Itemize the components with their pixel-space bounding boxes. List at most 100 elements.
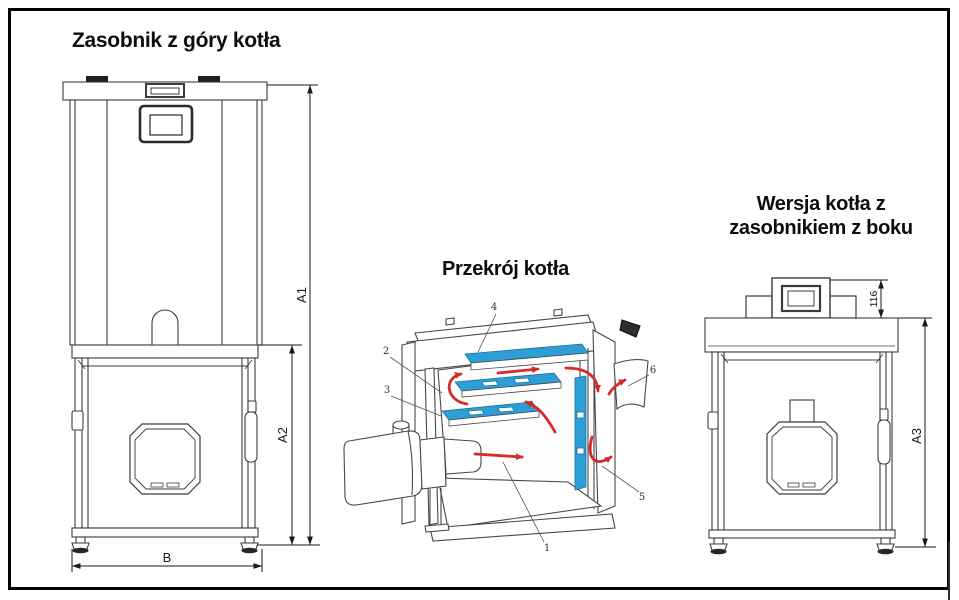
burner-top-cylinder [392, 420, 410, 430]
flue-gas-flow-arrows [447, 366, 627, 464]
dim-label-a3: A3 [909, 428, 924, 444]
dimension-lines [71, 84, 320, 572]
shelf-2-edge [461, 381, 562, 398]
boiler-front-view-top-hopper-drawing: A1 A2 B [62, 76, 320, 572]
foot-pad-left [72, 547, 89, 554]
hopper-hinge-left [86, 76, 108, 82]
flow-arrow-bottom [473, 452, 524, 461]
right-wall [592, 329, 616, 514]
dim-label-116: 116 [868, 290, 880, 307]
ash-floor [437, 477, 603, 529]
part-number-2: 2 [383, 346, 389, 357]
foot-pad-left [710, 548, 727, 555]
base-frame [429, 513, 616, 542]
boiler-side-hopper-version-drawing: 116 A3 [704, 277, 936, 555]
burner-tube [443, 438, 482, 475]
burner-top-cylinder-sides [392, 425, 410, 434]
burner-foot [424, 523, 450, 533]
door-vent-left [787, 482, 800, 488]
door-vent-left [150, 482, 164, 488]
door-octagon-inner [771, 426, 833, 491]
base-and-feet-right [708, 529, 896, 555]
right-figure-title: Wersja kotła z zasobnikiem z boku [695, 193, 947, 240]
middle-figure-title: Przekrój kotła [442, 258, 569, 280]
boiler-top-lip [71, 344, 259, 359]
burner-assembly [343, 420, 482, 533]
left-figure-title: Zasobnik z góry kotła [72, 29, 281, 52]
foot-pad-right [877, 548, 894, 555]
base-frame [708, 529, 896, 539]
base-and-feet [71, 527, 259, 554]
door-hinge-left [71, 410, 84, 431]
dim-label-a2: A2 [275, 427, 290, 443]
door-latch [877, 419, 891, 465]
corner-hooks-right [720, 353, 884, 364]
shelf-3-slit-2 [497, 406, 515, 413]
latches-right [707, 408, 891, 465]
shelf-2-slit-1 [481, 380, 499, 387]
panel-tick-2 [576, 447, 585, 455]
burner-door-right [766, 421, 838, 495]
dim-label-b: B [163, 550, 172, 565]
foot-stem-left [75, 536, 86, 544]
burner-connector [419, 436, 447, 490]
flow-arrow-rear-curl [588, 435, 613, 464]
door-latch-right [244, 411, 258, 463]
door-top-stub [789, 399, 815, 423]
panel-wing-left [745, 295, 773, 319]
foot-stem-right [244, 536, 255, 544]
dimension-lines-right [830, 279, 936, 548]
right-figure-title-line1: Wersja kotła z [756, 193, 886, 215]
latch-pin [879, 408, 889, 421]
door-octagon-inner [134, 428, 196, 490]
door-hinge [707, 411, 719, 430]
leader-5 [601, 465, 640, 493]
panel-tick-1 [576, 411, 585, 419]
hopper-panel-seams [74, 100, 258, 345]
burner-motor [343, 430, 423, 506]
panel-screen [787, 290, 815, 307]
page-edge-artifact [948, 541, 950, 600]
shelf-1-edge [470, 352, 589, 371]
part-number-1: 1 [544, 543, 550, 554]
panel-wing-right [829, 295, 857, 319]
leader-6 [627, 374, 650, 387]
part-number-6: 6 [650, 365, 656, 376]
corner-hooks [77, 359, 253, 370]
lid-tab-left [445, 317, 455, 326]
leader-1 [502, 461, 545, 543]
shelf-3-edge [448, 410, 540, 427]
cutaway-cabinet [401, 308, 641, 542]
shelf-2-slit-2 [513, 377, 531, 384]
flow-arrow-top [496, 366, 540, 375]
flow-arrow-right-down [564, 366, 602, 393]
burner-motor-edge [407, 430, 414, 496]
dim-label-a1: A1 [294, 287, 309, 303]
top-slab [704, 317, 899, 353]
lid-tab-right [553, 308, 563, 317]
shelf-3-slit-1 [467, 409, 485, 416]
display-screen [149, 114, 183, 136]
control-display [138, 104, 194, 144]
door-vent-right [802, 482, 816, 488]
door-vent-right [166, 482, 180, 488]
part-number-4: 4 [491, 302, 497, 313]
latches [71, 400, 258, 463]
flow-arrow-curl-left [447, 371, 469, 406]
part-number-3: 3 [384, 385, 390, 396]
part-number-5: 5 [639, 492, 645, 503]
control-panel [745, 277, 857, 319]
burner-door [129, 423, 201, 495]
boiler-cross-section-drawing: 4 2 3 6 5 1 [343, 302, 656, 554]
flow-arrow-middle-left [524, 400, 557, 434]
boiler-wall-seams [81, 358, 249, 528]
hopper-lid-handle-inner [150, 87, 180, 95]
water-heat-exchanger [441, 343, 589, 491]
latch-pin [247, 400, 257, 413]
right-figure-title-line2: zasobnikiem z boku [729, 216, 913, 239]
top-right-bracket [619, 319, 641, 338]
leader-2 [389, 356, 443, 394]
foot-stem-left [713, 537, 724, 545]
flow-arrow-to-flue [607, 378, 627, 396]
